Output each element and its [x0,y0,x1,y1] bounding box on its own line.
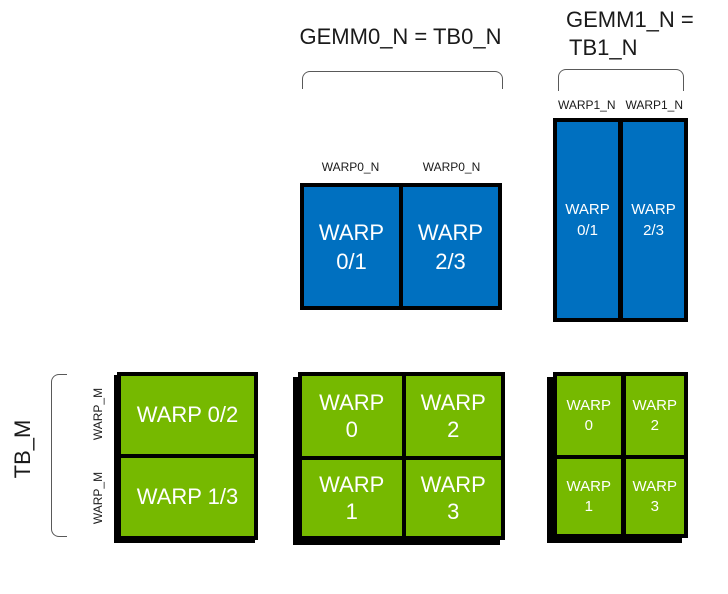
threadblock-left-warp02-row: WARP 0/2 [136,402,239,427]
warp-cell-line1: WARP [319,390,385,415]
threadblock-tile-left: WARP 0/2 WARP 1/3 [117,372,258,540]
warp-cell-line1: WARP [417,219,484,245]
warp-cell-line1: WARP [420,472,486,497]
threadblock-tile-middle: WARP 0 WARP 2 WARP 1 WARP 3 [298,372,505,540]
gemm1-n-title-line1: GEMM1_N = [566,7,694,32]
warp-cell-line1: WARP [420,390,486,415]
warp-cell-line1: WARP [632,396,677,414]
warp-cell-line1: WARP [318,219,385,245]
threadblock-tile-right: WARP 0 WARP 2 WARP 1 WARP 3 [553,372,688,538]
warp-cell-line2: 2 [650,416,659,434]
warp0-n-label-left: WARP0_N [321,160,380,174]
threadblock-middle-warp3-cell: WARP 3 [401,456,501,536]
warp-cell-line2: 0 [345,417,358,442]
warp-cell-line2: 0 [584,416,593,434]
tb-m-label: TB_M [10,419,35,479]
threadblock-right-warp1-cell: WARP 1 [557,455,621,534]
threadblock-middle-warp2-cell: WARP 2 [401,376,502,456]
gemm1-accumulator-warp23-cell: WARP 2/3 [618,122,684,318]
warp-cell-line1: WARP [565,201,610,218]
gemm1-accumulator-tile: WARP 0/1 WARP 2/3 [553,118,688,322]
warp-cell-line1: WARP [632,477,677,495]
warp-cell-line2: 1 [584,497,593,515]
gemm1-n-bracket [558,69,684,91]
threadblock-right-warp0-cell: WARP 0 [557,376,621,455]
warp-cell-line1: WARP [319,472,385,497]
warp0-n-label-right: WARP0_N [422,160,481,174]
gemm0-accumulator-warp23-cell: WARP 2/3 [399,187,498,306]
gemm0-accumulator-tile: WARP 0/1 WARP 2/3 [300,183,502,310]
warp-cell-line1: WARP [566,396,611,414]
threadblock-right-warp3-cell: WARP 3 [620,455,684,534]
warp-m-label-top: WARP_M [91,387,105,441]
warp-cell-line1: WARP [631,201,676,218]
warp-cell-line2: 3 [650,497,659,515]
warp1-n-labels: WARP1_N WARP1_N [553,98,688,112]
warp-cell-line2: 0/1 [577,222,598,239]
threadblock-middle-warp1-cell: WARP 1 [302,456,402,536]
threadblock-left-warp13-row: WARP 1/3 [121,454,254,536]
warp-cell-line2: 2/3 [643,222,664,239]
warp-cell-line2: 2/3 [435,248,466,274]
gemm0-n-title: GEMM0_N = TB0_N [299,24,502,49]
warp-cell-line2: 1 [345,499,358,524]
warp1-n-label-left: WARP1_N [557,98,616,112]
gemm1-n-title-line2: TB1_N [569,35,638,60]
gemm0-accumulator-warp01-cell: WARP 0/1 [304,187,399,306]
warp-cell-line2: 0/1 [336,248,367,274]
warp-cell-line2: 2 [447,417,460,442]
threadblock-middle-warp0-cell: WARP 0 [302,376,402,456]
gemm1-n-title: GEMM1_N = TB1_N [566,6,694,62]
warp-cell-line2: 3 [447,499,460,524]
threadblock-right-warp2-cell: WARP 2 [620,376,685,455]
warp1-n-label-right: WARP1_N [625,98,684,112]
gemm1-accumulator-warp01-cell: WARP 0/1 [557,122,618,318]
warp-cell-line1: WARP [566,477,611,495]
warp-m-label-bottom: WARP_M [91,471,105,525]
gemm0-n-bracket [302,71,503,89]
tb-m-bracket [51,374,67,537]
warp0-n-labels: WARP0_N WARP0_N [300,160,502,174]
